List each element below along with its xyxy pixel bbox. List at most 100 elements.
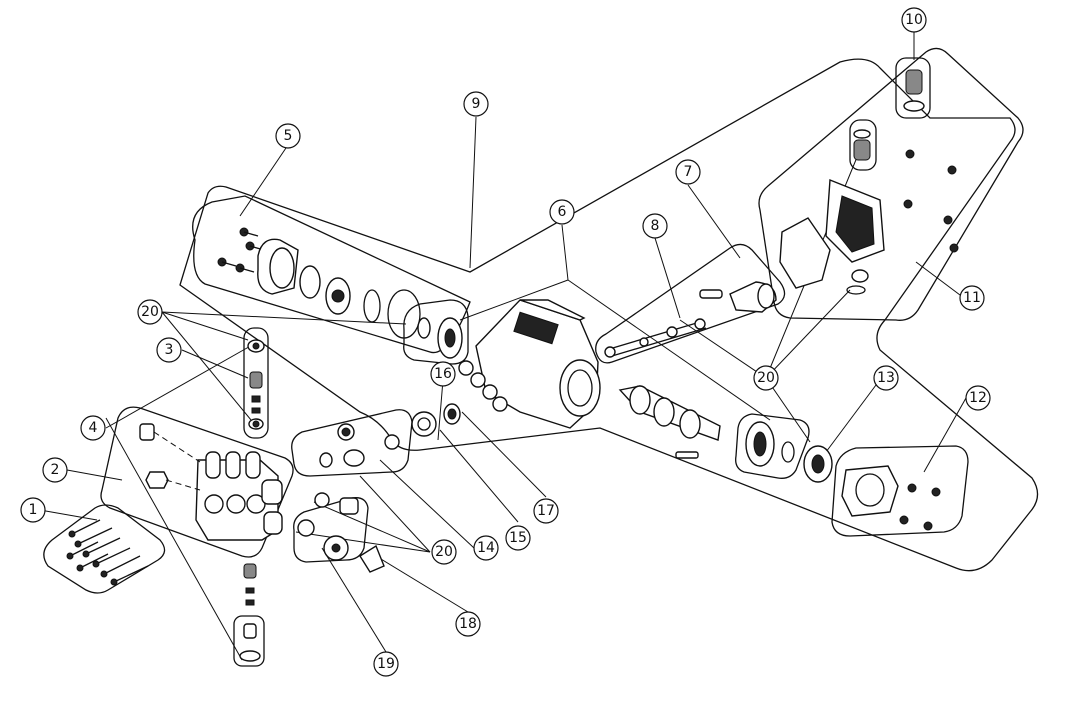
bolts-part-1	[66, 519, 149, 586]
leader-20c	[161, 311, 257, 427]
leader-14	[379, 459, 475, 549]
callout-label-6: 6	[558, 204, 567, 220]
callout-circle-16	[430, 361, 456, 387]
callout-circle-1	[20, 497, 46, 523]
callout-label-17: 17	[537, 503, 555, 519]
crankcase-body	[458, 299, 601, 429]
callout-circle-5	[275, 123, 301, 149]
callout-label-20: 20	[435, 544, 453, 560]
leader-8	[654, 237, 681, 319]
callout-circle-10	[901, 7, 927, 33]
leader-15	[439, 429, 519, 523]
group-11-outline	[758, 47, 1024, 321]
leader-20j	[679, 319, 767, 379]
leader-7	[687, 184, 741, 259]
parts-18-19	[297, 492, 385, 573]
parts-15-17	[411, 403, 461, 437]
conrods-7-8	[604, 281, 777, 358]
leader-1	[39, 509, 98, 521]
leader-13	[825, 384, 877, 453]
callout-circle-20	[431, 539, 457, 565]
callout-circle-17	[533, 498, 559, 524]
seals-part-5	[217, 227, 463, 359]
callout-circle-20	[753, 365, 779, 391]
callout-circle-3	[156, 337, 182, 363]
group-12-outline	[831, 445, 969, 537]
callout-label-20: 20	[757, 370, 775, 386]
crankshaft	[618, 385, 721, 459]
callout-label-4: 4	[89, 420, 98, 436]
callout-label-9: 9	[472, 96, 481, 112]
leader-9	[469, 116, 477, 269]
leader-5	[239, 144, 289, 217]
callout-label-5: 5	[284, 128, 293, 144]
callout-circle-4	[80, 415, 106, 441]
group-10-outline	[895, 57, 931, 119]
callout-label-16: 16	[434, 366, 452, 382]
callout-circle-20	[137, 299, 163, 325]
callout-circle-19	[373, 651, 399, 677]
leader-4b	[105, 417, 243, 661]
group-14-outline	[291, 409, 413, 477]
leader-11	[915, 261, 961, 296]
callout-circle-15	[505, 525, 531, 551]
manifold-part-2	[139, 423, 283, 541]
valve-stack-4	[239, 563, 261, 662]
leader-2	[66, 469, 123, 481]
front-seal-box	[403, 299, 469, 365]
callout-label-13: 13	[877, 370, 895, 386]
leader-6a	[459, 279, 569, 321]
callout-circle-8	[642, 213, 668, 239]
callout-label-1: 1	[29, 502, 38, 518]
parts	[66, 69, 959, 662]
group-4-outline	[233, 615, 265, 667]
group-7-8-outline	[595, 243, 786, 364]
leader-15-16	[437, 379, 444, 441]
callout-label-8: 8	[651, 218, 660, 234]
callout-label-11: 11	[963, 290, 981, 306]
leader-20i	[765, 377, 811, 443]
leader-20a	[161, 311, 407, 325]
group-1-outline	[43, 504, 166, 594]
callout-label-20: 20	[141, 304, 159, 320]
leader-20b	[161, 311, 249, 341]
callout-circle-13	[873, 365, 899, 391]
plunger-part-14	[319, 423, 400, 468]
callout-label-15: 15	[509, 530, 527, 546]
leader-20h	[765, 289, 851, 379]
bearing-box	[735, 413, 810, 479]
cover-11	[779, 149, 959, 295]
group-19-outline	[293, 497, 369, 563]
leader-19	[321, 547, 387, 653]
group-3-outline	[243, 327, 269, 439]
leader-20e	[313, 501, 431, 553]
callout-label-2: 2	[51, 462, 60, 478]
group-9-outline	[179, 58, 1039, 572]
callout-circle-2	[42, 457, 68, 483]
callout-label-18: 18	[459, 616, 477, 632]
callout-circle-11	[959, 285, 985, 311]
callout-circle-6	[549, 199, 575, 225]
callout-label-7: 7	[684, 164, 693, 180]
leader-20f	[359, 475, 431, 553]
rear-cover-12	[841, 465, 941, 531]
callout-circle-18	[455, 611, 481, 637]
leader-4a	[105, 343, 255, 429]
breather-10	[853, 69, 925, 161]
callout-label-12: 12	[969, 390, 987, 406]
callout-circle-7	[675, 159, 701, 185]
breather-box	[849, 119, 877, 171]
callout-label-14: 14	[477, 540, 495, 556]
callout-circle-9	[463, 91, 489, 117]
callout-label-3: 3	[165, 342, 174, 358]
callout-circle-12	[965, 385, 991, 411]
leader-20d	[295, 531, 431, 553]
group-2-outline	[100, 406, 294, 558]
leader-6	[561, 224, 569, 281]
leader-18	[375, 555, 469, 613]
valve-stack-3	[247, 339, 265, 430]
leader-12	[923, 397, 967, 473]
